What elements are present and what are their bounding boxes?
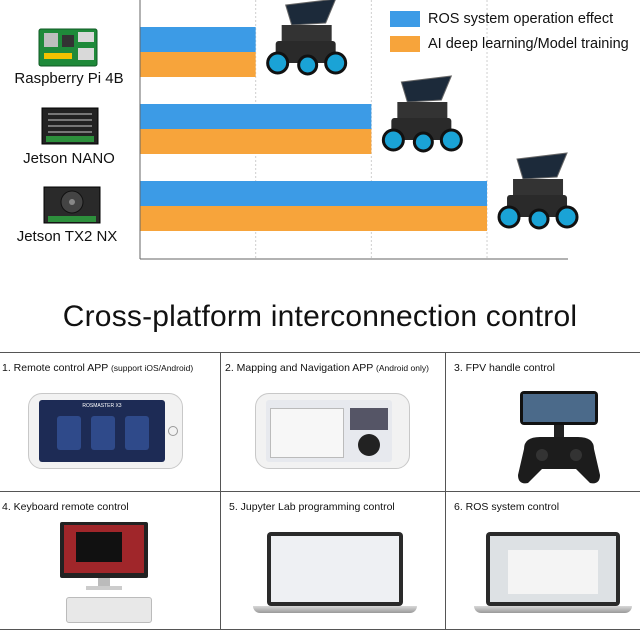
- feature-title: 6. ROS system control: [454, 501, 559, 513]
- phone-icon: ROSMASTER X3: [28, 393, 183, 469]
- bar-1-2: [140, 206, 488, 231]
- feature-title-note: (support iOS/Android): [110, 363, 194, 373]
- laptop-icon: [474, 532, 632, 618]
- feature-title-text: 4. Keyboard remote control: [2, 501, 129, 513]
- keyboard-icon: [66, 597, 152, 623]
- joystick-control: [358, 434, 380, 456]
- bar-0-1: [140, 104, 372, 129]
- monitor-icon: [58, 520, 150, 592]
- robot-car-icon: [266, 0, 348, 76]
- jetson-nano-board-icon: [40, 104, 100, 148]
- jetson-tx2-board-icon: [42, 184, 102, 226]
- feature-title-text: 1. Remote control APP: [2, 362, 109, 374]
- bar-1-0: [140, 52, 256, 77]
- legend-swatch-ai: [390, 36, 420, 52]
- robot-car-icon: [381, 75, 463, 153]
- robot-car-icon: [497, 152, 579, 230]
- feature-title-text: 5. Jupyter Lab programming control: [229, 501, 395, 513]
- feature-title-text: 6. ROS system control: [454, 501, 560, 513]
- board-label-raspberry: Raspberry Pi 4B: [14, 70, 124, 87]
- app-tile-settings: [91, 416, 115, 450]
- feature-title-text: 3. FPV handle control: [454, 362, 555, 374]
- phone-icon: [255, 393, 410, 469]
- jupyter-screen: [271, 536, 399, 602]
- app-title: ROSMASTER X3: [82, 403, 122, 409]
- board-label-tx2: Jetson TX2 NX: [16, 228, 118, 245]
- chart-svg: [139, 0, 579, 260]
- laptop-base: [253, 606, 417, 613]
- phone-home-button: [168, 426, 178, 436]
- feature-title: 3. FPV handle control: [454, 362, 555, 374]
- legend-item-ai: AI deep learning/Model training: [390, 32, 629, 56]
- legend-text-ros: ROS system operation effect: [428, 11, 614, 27]
- section-heading: Cross-platform interconnection control: [62, 300, 578, 333]
- feature-cell-jupyter: 5. Jupyter Lab programming control: [221, 492, 446, 630]
- legend-item-ros: ROS system operation effect: [390, 7, 629, 31]
- ros-3d-view: [508, 550, 598, 594]
- feature-title-note: (Android only): [376, 363, 429, 373]
- performance-chart: Raspberry Pi 4B Jetson NANO Jetson TX2 N…: [0, 0, 640, 268]
- feature-cell-remote-app: 1. Remote control APP (support iOS/Andro…: [0, 353, 221, 492]
- feature-title: 5. Jupyter Lab programming control: [229, 501, 395, 513]
- feature-cell-keyboard: 4. Keyboard remote control: [0, 492, 221, 630]
- laptop-base: [474, 606, 632, 613]
- feature-cell-ros: 6. ROS system control: [446, 492, 640, 630]
- legend-text-ai: AI deep learning/Model training: [428, 36, 629, 52]
- feature-grid: 1. Remote control APP (support iOS/Andro…: [0, 352, 640, 630]
- map-view: [270, 408, 344, 458]
- raspberry-pi-board-icon: [38, 26, 100, 68]
- app-tile-gamepad: [57, 416, 81, 450]
- laptop-icon: [253, 532, 417, 618]
- feature-title-text: 2. Mapping and Navigation APP: [225, 362, 374, 374]
- app-tile-light: [125, 416, 149, 450]
- board-label-nano: Jetson NANO: [23, 150, 115, 167]
- feature-title: 1. Remote control APP (support iOS/Andro…: [2, 362, 193, 374]
- feature-title: 2. Mapping and Navigation APP (Android o…: [225, 362, 429, 374]
- bar-0-2: [140, 181, 488, 206]
- chart-legend: ROS system operation effect AI deep lear…: [390, 7, 629, 57]
- phone-screen: [266, 400, 392, 462]
- gamepad-icon: [514, 389, 604, 487]
- bar-0-0: [140, 27, 256, 52]
- phone-screen: ROSMASTER X3: [39, 400, 165, 462]
- ros-screen: [490, 536, 616, 602]
- feature-cell-fpv: 3. FPV handle control: [446, 353, 640, 492]
- feature-cell-mapping-app: 2. Mapping and Navigation APP (Android o…: [221, 353, 446, 492]
- legend-swatch-ros: [390, 11, 420, 27]
- bar-1-1: [140, 129, 372, 154]
- camera-view: [350, 408, 388, 430]
- feature-title: 4. Keyboard remote control: [2, 501, 129, 513]
